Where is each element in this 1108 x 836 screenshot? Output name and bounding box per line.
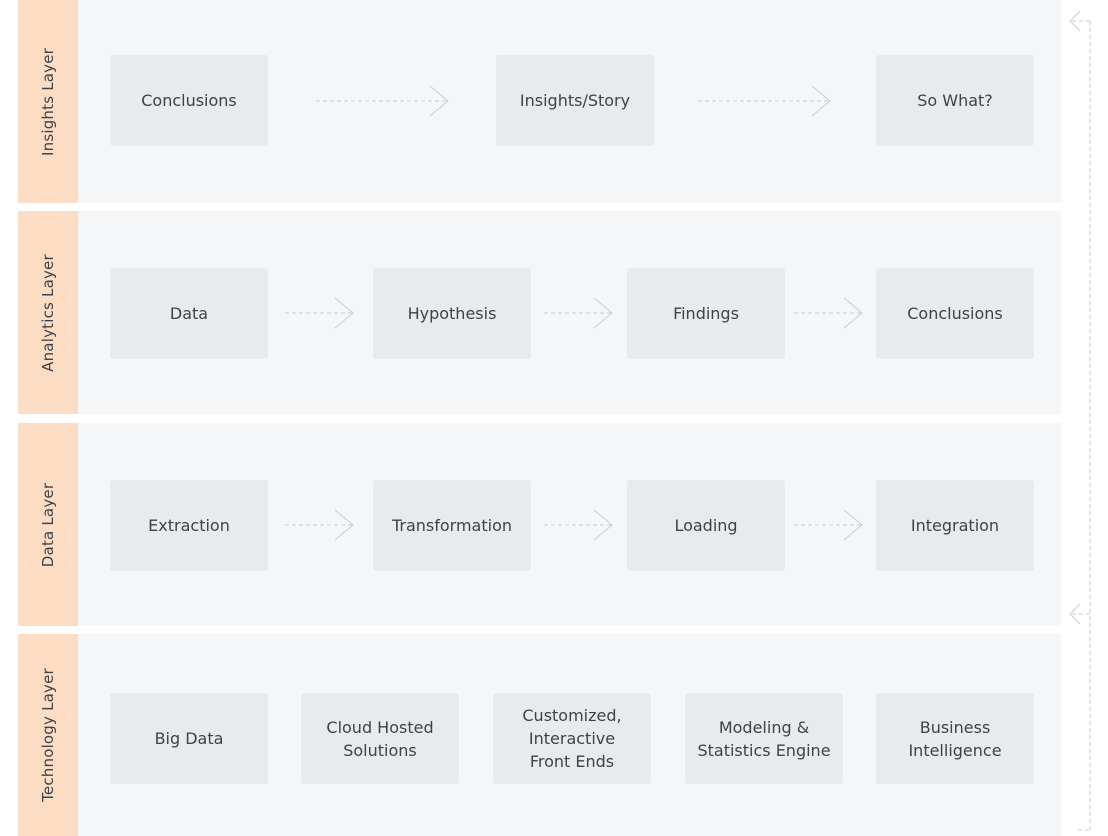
arrow-right-icon xyxy=(544,509,613,541)
technology-box-customized-front-ends: Customized, Interactive Front Ends xyxy=(493,693,651,784)
analytics-box-hypothesis: Hypothesis xyxy=(373,268,531,359)
arrow-right-icon xyxy=(316,85,449,117)
arrow-right-icon xyxy=(285,297,354,329)
insights-box-conclusions: Conclusions xyxy=(110,55,268,146)
arrow-right-icon xyxy=(285,509,354,541)
insights-layer-label-strip: Insights Layer xyxy=(18,0,78,203)
data-box-loading: Loading xyxy=(627,480,785,571)
feedback-loop-connector xyxy=(1069,10,1091,831)
data-layer-label: Data Layer xyxy=(39,482,57,567)
insights-box-insights-story: Insights/Story xyxy=(496,55,654,146)
technology-layer-label-strip: Technology Layer xyxy=(18,634,78,836)
analytics-layer: Analytics Layer Data Hypothesis Findings… xyxy=(18,211,1061,414)
data-box-integration: Integration xyxy=(876,480,1034,571)
analytics-layer-label-strip: Analytics Layer xyxy=(18,211,78,414)
arrow-right-icon xyxy=(794,297,863,329)
analytics-layer-label: Analytics Layer xyxy=(39,253,57,372)
technology-box-modeling-statistics-engine: Modeling & Statistics Engine xyxy=(685,693,843,784)
data-box-extraction: Extraction xyxy=(110,480,268,571)
arrow-right-icon xyxy=(698,85,831,117)
technology-box-cloud-hosted-solutions: Cloud Hosted Solutions xyxy=(301,693,459,784)
analytics-box-findings: Findings xyxy=(627,268,785,359)
arrow-right-icon xyxy=(544,297,613,329)
analytics-box-data: Data xyxy=(110,268,268,359)
technology-box-business-intelligence: Business Intelligence xyxy=(876,693,1034,784)
technology-box-big-data: Big Data xyxy=(110,693,268,784)
insights-layer: Insights Layer Conclusions Insights/Stor… xyxy=(18,0,1061,203)
technology-layer: Technology Layer Big Data Cloud Hosted S… xyxy=(18,634,1061,836)
insights-layer-label: Insights Layer xyxy=(39,47,57,156)
insights-box-so-what: So What? xyxy=(876,55,1034,146)
analytics-box-conclusions: Conclusions xyxy=(876,268,1034,359)
data-box-transformation: Transformation xyxy=(373,480,531,571)
technology-layer-label: Technology Layer xyxy=(39,668,57,802)
data-layer: Data Layer Extraction Transformation Loa… xyxy=(18,423,1061,626)
data-layer-label-strip: Data Layer xyxy=(18,423,78,626)
arrow-right-icon xyxy=(794,509,863,541)
